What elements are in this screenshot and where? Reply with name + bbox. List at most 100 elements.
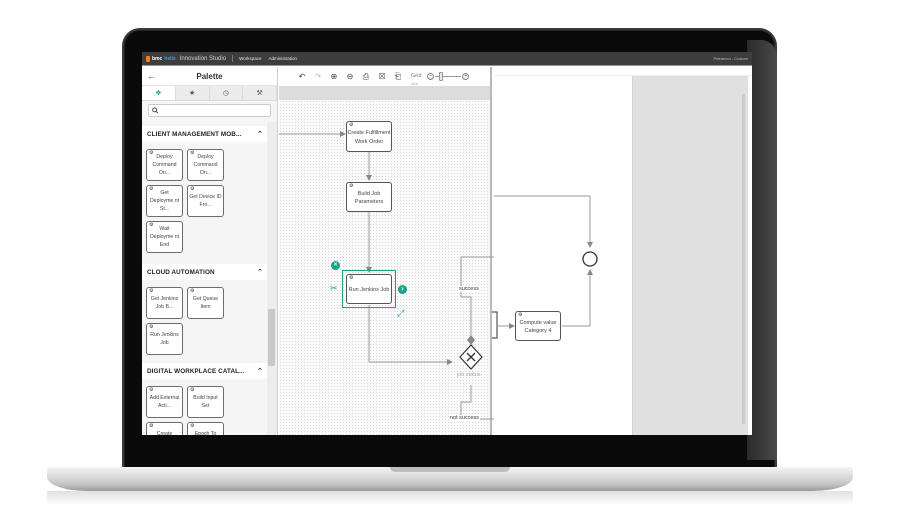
edge-label-not-success[interactable]: not success (449, 415, 481, 421)
tab-tools[interactable]: ⚒ (243, 86, 277, 100)
secondary-canvas-header (494, 67, 752, 76)
palette-item[interactable]: ⚙Get Queue Item (187, 287, 224, 319)
print-icon[interactable]: ⎙ (362, 71, 370, 81)
palette-item[interactable]: ⚙Wait Deployme nt End (146, 221, 183, 253)
shapes-icon: ❖ (155, 90, 162, 97)
edge-label-success[interactable]: success (458, 286, 480, 292)
chevron-up-icon[interactable]: ⌃ (257, 269, 263, 276)
gear-icon: ⚙ (149, 222, 154, 228)
node-create-fulfillment-work-order[interactable]: ⚙ Create Fulfillment Work Order (346, 121, 392, 152)
palette-item[interactable]: ⚙Run Jenkins Job (146, 323, 183, 355)
section-tiles: ⚙Get Jenkins Job B... ⚙Get Queue Item ⚙R… (142, 280, 268, 357)
dotted-grid-canvas[interactable] (279, 100, 490, 435)
palette-item[interactable]: ⚙Deploy Command On... (146, 149, 183, 181)
palette-item[interactable]: ⚙Get Device ID Fro... (187, 185, 224, 217)
app-name: Innovation Studio (179, 55, 227, 62)
wrench-icon: ⚒ (256, 90, 263, 97)
tab-favorites[interactable]: ★ (176, 86, 210, 100)
palette-item[interactable]: ⚙Epoch To String (187, 422, 224, 435)
gear-icon: ⚙ (149, 324, 154, 330)
gear-icon: ⚙ (149, 387, 154, 393)
chevron-up-icon[interactable]: ⌃ (257, 368, 263, 375)
search-icon (152, 107, 159, 114)
arrow-left-icon[interactable]: ← (147, 71, 156, 81)
redo-icon[interactable]: ↷ (314, 72, 322, 81)
bmc-logo-icon (146, 55, 150, 62)
tab-elements[interactable]: ❖ (142, 86, 176, 100)
properties-scrollbar[interactable] (742, 94, 745, 424)
delete-node-icon[interactable]: × (331, 261, 340, 270)
gear-icon: ⚙ (149, 186, 154, 192)
section-cloud-automation[interactable]: CLOUD AUTOMATION ⌃ (142, 264, 268, 280)
cut-scissors-icon[interactable]: ✂ (330, 283, 338, 293)
connect-next-icon[interactable]: › (398, 285, 407, 294)
gear-icon: ⚙ (190, 423, 195, 429)
section-title: DIGITAL WORKPLACE CATAL... (147, 367, 245, 375)
palette-item[interactable]: ⚙Add External Acti... (146, 386, 183, 418)
laptop-base (47, 467, 853, 491)
zoom-in-icon[interactable]: ⊕ (330, 72, 338, 81)
tab-recent[interactable]: ◷ (210, 86, 244, 100)
section-tiles: ⚙Deploy Command On... ⚙Deploy Command On… (142, 142, 268, 255)
palette-header: ← Palette (142, 67, 277, 86)
gear-icon: ⚙ (190, 150, 195, 156)
palette-item[interactable]: ⚙Build Input Set (187, 386, 224, 418)
section-title: CLOUD AUTOMATION (147, 268, 215, 276)
section-client-management[interactable]: CLIENT MANAGEMENT MOB... ⌃ (142, 126, 268, 142)
slider-minus-button[interactable]: − (427, 73, 435, 80)
palette-item[interactable]: ⚙Create Activity L... (146, 422, 183, 435)
node-build-job-parameters[interactable]: ⚙ Build Job Parameters (346, 182, 392, 212)
gear-icon: ⚙ (349, 122, 354, 128)
fit-to-screen-icon[interactable]: ☒ (378, 72, 386, 81)
nav-administration[interactable]: Administration (268, 56, 298, 61)
undo-icon[interactable]: ↶ (298, 72, 306, 81)
gear-icon: ⚙ (149, 150, 154, 156)
gear-icon: ⚙ (190, 288, 195, 294)
palette-search[interactable] (148, 104, 271, 117)
export-icon[interactable]: ⎗ (394, 71, 402, 81)
slider-track[interactable] (435, 72, 462, 81)
palette-item[interactable]: ⚙Deploy Command On... (187, 149, 224, 181)
gear-icon: ⚙ (190, 186, 195, 192)
star-icon: ★ (188, 90, 196, 97)
canvas-header-strip (279, 86, 490, 100)
expand-icon[interactable]: ⤢ (397, 308, 405, 318)
palette-scrollbar[interactable] (267, 122, 277, 435)
secondary-canvas (494, 67, 752, 435)
palette-item[interactable]: ⚙Get Deployme nt St... (146, 185, 183, 217)
palette-title: Palette (196, 71, 223, 81)
laptop-notch (390, 467, 510, 472)
laptop-shadow (47, 491, 853, 505)
palette-tabs: ❖ ★ ◷ ⚒ (142, 86, 277, 101)
brand-bmc: bmc (152, 55, 163, 62)
gear-icon: ⚙ (518, 312, 523, 318)
palette-item[interactable]: ⚙Get Jenkins Job B... (146, 287, 183, 319)
clock-icon: ◷ (222, 90, 229, 97)
palette-list: CLIENT MANAGEMENT MOB... ⌃ ⚙Deploy Comma… (142, 122, 268, 435)
chevron-up-icon[interactable]: ⌃ (257, 131, 263, 138)
grid-size-slider[interactable]: − + (427, 72, 470, 81)
palette-scroll-thumb[interactable] (268, 309, 275, 366)
gear-icon: ⚙ (149, 423, 154, 429)
node-compute-value-category-4[interactable]: ⚙ Compute value Category 4 (515, 311, 561, 341)
slider-plus-button[interactable]: + (462, 73, 470, 80)
properties-panel (632, 76, 748, 435)
search-input[interactable] (158, 107, 270, 114)
brand-helix: helix (164, 55, 176, 62)
brand-logo[interactable]: bmc helix Innovation Studio (146, 55, 227, 62)
selection-frame (342, 270, 396, 308)
gear-icon: ⚙ (190, 387, 195, 393)
nav-workspace[interactable]: Workspace (239, 56, 262, 61)
palette-panel: ← Palette ❖ ★ ◷ ⚒ CLIENT MANAGEMENT MOB.… (142, 67, 278, 435)
section-digital-workplace[interactable]: DIGITAL WORKPLACE CATAL... ⌃ (142, 363, 268, 379)
tenant-label[interactable]: Petramco - Custom (713, 56, 748, 61)
laptop-bezel-edge (747, 40, 777, 460)
node-run-jenkins-job[interactable]: ⚙ Run Jenkins Job (346, 274, 392, 304)
app-screen: bmc helix Innovation Studio Workspace Ad… (142, 52, 752, 435)
slider-thumb[interactable] (439, 72, 444, 81)
zoom-out-icon[interactable]: ⊖ (346, 72, 354, 81)
